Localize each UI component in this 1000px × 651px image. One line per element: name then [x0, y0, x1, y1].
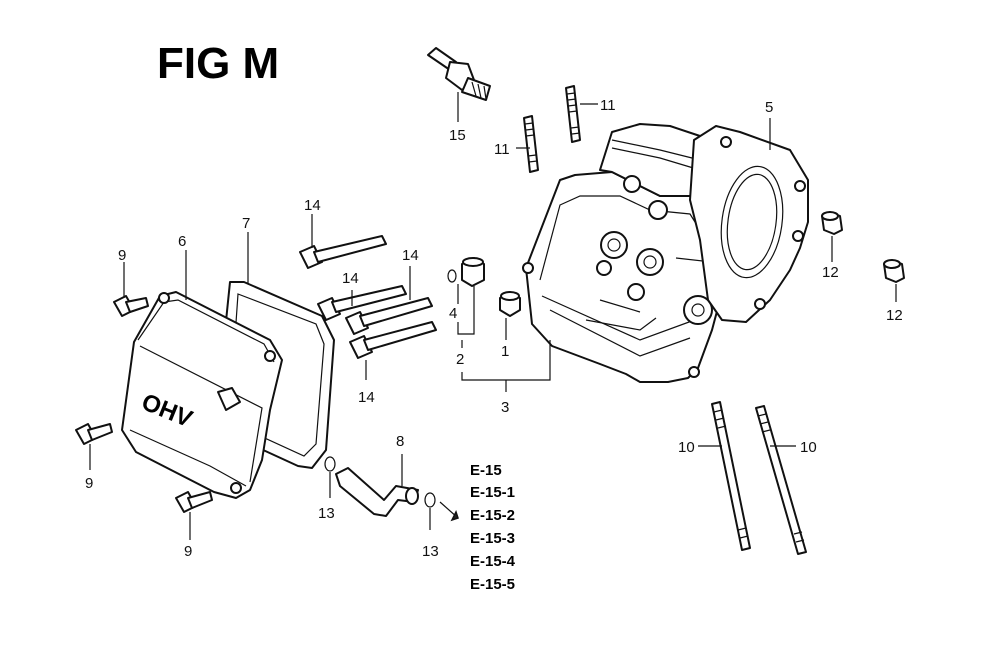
callout-3: 3	[501, 399, 509, 416]
head-gasket	[689, 118, 809, 323]
callout-9-left: 9	[85, 475, 93, 492]
reference-item: E-15	[470, 462, 502, 479]
reference-item: E-15-5	[470, 576, 515, 593]
callout-6: 6	[178, 233, 186, 250]
reference-item: E-15-1	[470, 484, 515, 501]
callout-10-right: 10	[800, 439, 817, 456]
head-cover-bolts	[299, 214, 437, 380]
callout-14-mid: 14	[342, 270, 359, 287]
reference-list: E-15 E-15-1 E-15-2 E-15-3 E-15-4 E-15-5	[470, 462, 516, 593]
callout-13-left: 13	[318, 505, 335, 522]
long-studs	[698, 401, 807, 555]
callout-8: 8	[396, 433, 404, 450]
callout-5: 5	[765, 99, 773, 116]
callout-2: 2	[456, 351, 464, 368]
callout-1: 1	[501, 343, 509, 360]
callout-12-left: 12	[822, 264, 839, 281]
callout-14-top: 14	[304, 197, 321, 214]
callout-9-bottom: 9	[184, 543, 192, 560]
flange-bolts	[75, 262, 213, 540]
spark-plug	[427, 47, 491, 122]
callout-9-top: 9	[118, 247, 126, 264]
callout-14-right: 14	[402, 247, 419, 264]
callout-13-right: 13	[422, 543, 439, 560]
callout-12-right: 12	[886, 307, 903, 324]
callout-7: 7	[242, 215, 250, 232]
figure-title: FIG M	[157, 39, 279, 88]
reference-item: E-15-4	[470, 553, 516, 570]
callout-10-left: 10	[678, 439, 695, 456]
callout-4: 4	[449, 305, 457, 322]
breather-tube	[324, 454, 459, 530]
reference-item: E-15-3	[470, 530, 515, 547]
callout-14-bottom: 14	[358, 389, 375, 406]
callout-11-lower: 11	[494, 141, 510, 158]
valve-guide-parts	[447, 257, 521, 348]
head-cover: OHV	[121, 250, 283, 499]
reference-item: E-15-2	[470, 507, 515, 524]
stud-bolts	[516, 85, 598, 173]
callout-11-upper: 11	[600, 97, 616, 114]
dowel-pins	[821, 211, 905, 302]
callout-15: 15	[449, 127, 466, 144]
